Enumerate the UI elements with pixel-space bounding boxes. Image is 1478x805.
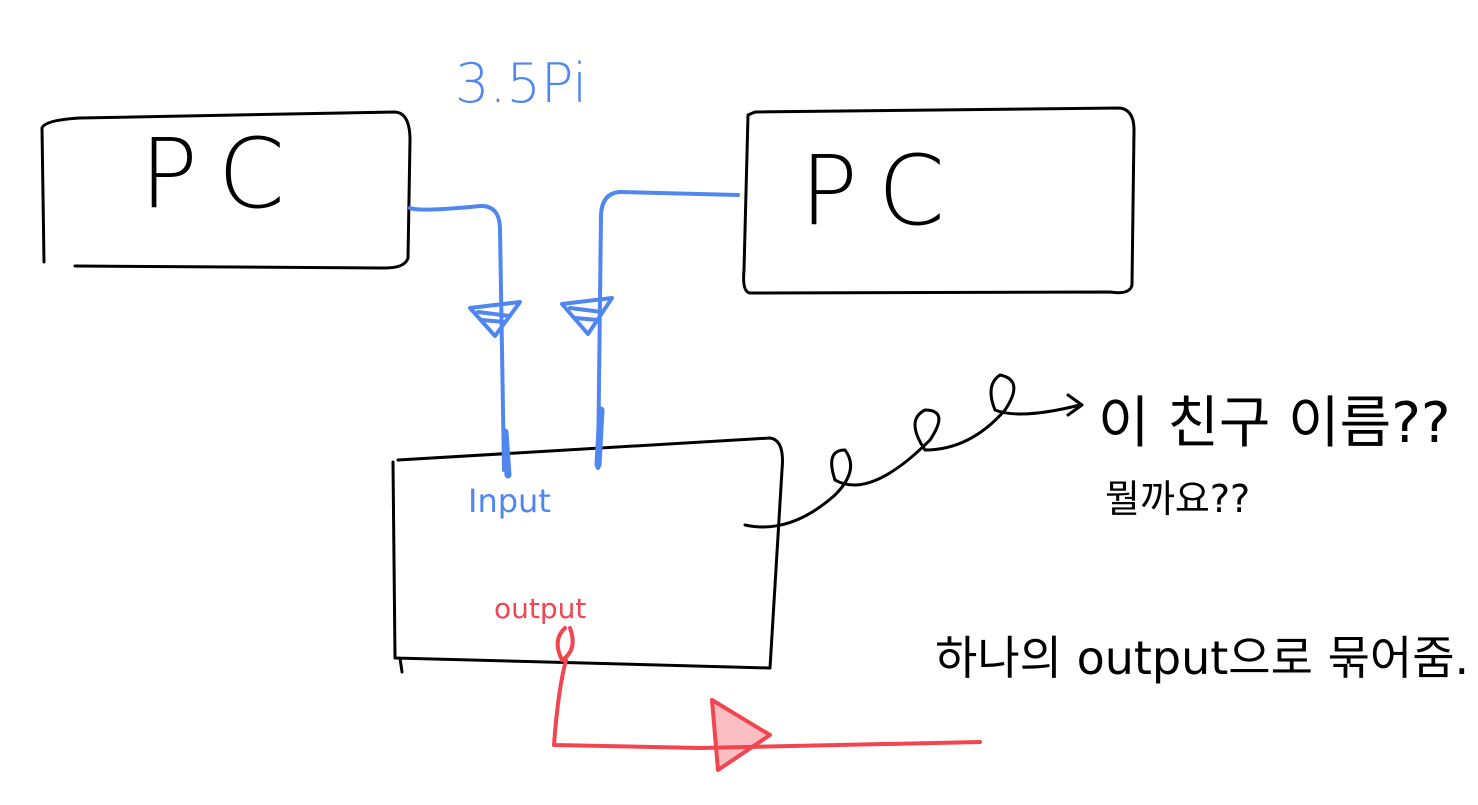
output-label: output	[494, 592, 587, 625]
mixer-box	[391, 436, 784, 674]
cable-left	[408, 203, 506, 472]
input-label: Input	[468, 482, 551, 520]
cable-type-label: 3.5Pi	[455, 52, 588, 115]
plug-left-icon	[501, 428, 512, 479]
note-label: 하나의 output으로 묶어줌.	[935, 631, 1470, 685]
pc-left-box	[40, 110, 412, 270]
output-cable	[552, 658, 982, 750]
question-line-2: 뭘까요??	[1105, 477, 1251, 521]
output-arrow-icon	[710, 698, 772, 772]
pc-right-label: PC	[800, 135, 965, 247]
pc-left-label: PC	[140, 118, 305, 230]
plug-right-icon	[594, 406, 605, 469]
pointer-squiggle	[743, 373, 1084, 529]
connector-left-icon	[468, 300, 522, 338]
connector-right-icon	[560, 296, 614, 336]
cable-right	[596, 190, 740, 470]
output-jack-icon	[555, 626, 575, 662]
pc-right-box	[742, 106, 1136, 295]
question-line-1: 이 친구 이름??	[1098, 391, 1451, 456]
